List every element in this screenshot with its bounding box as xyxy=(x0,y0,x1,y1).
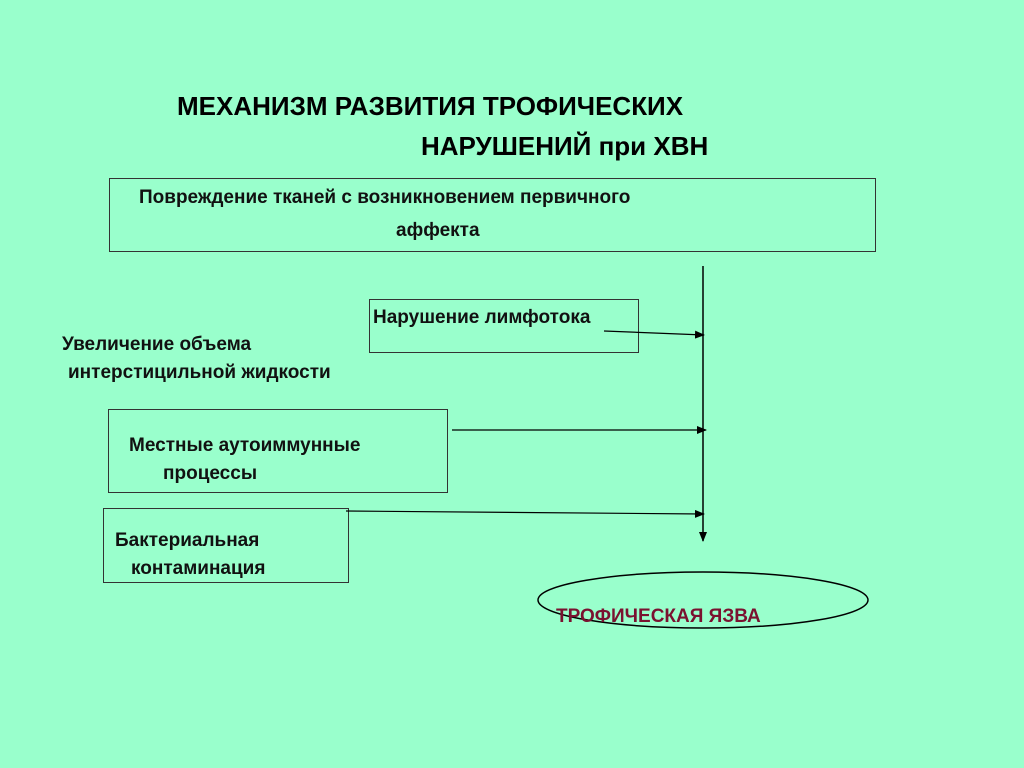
lymph-flow-text: Нарушение лимфотока xyxy=(373,307,591,328)
trophic-ulcer-label: ТРОФИЧЕСКАЯ ЯЗВА xyxy=(556,606,761,627)
ulcer-ellipse xyxy=(537,571,869,629)
lymph-flow-arrow xyxy=(603,330,705,339)
autoimmune-box xyxy=(108,409,448,493)
tissue-damage-text-2: аффекта xyxy=(396,220,480,241)
bacterial-text-1: Бактериальная xyxy=(115,530,260,551)
tissue-damage-text-1: Повреждение тканей с возникновением перв… xyxy=(139,187,631,208)
slide-title-line-2: НАРУШЕНИЙ при ХВН xyxy=(421,131,709,161)
tissue-damage-box xyxy=(109,178,876,252)
bacterial-box xyxy=(103,508,349,583)
bacterial-arrow xyxy=(345,509,705,518)
interstitial-text-2: интерстицильной жидкости xyxy=(68,362,331,383)
interstitial-text-1: Увеличение объема xyxy=(62,334,252,355)
autoimmune-text-1: Местные аутоиммунные xyxy=(129,435,361,456)
lymph-flow-box xyxy=(369,299,639,353)
autoimmune-text-2: процессы xyxy=(163,463,258,484)
slide-title-line-1: МЕХАНИЗМ РАЗВИТИЯ ТРОФИЧЕСКИХ xyxy=(177,91,684,121)
bacterial-text-2: контаминация xyxy=(131,558,266,579)
